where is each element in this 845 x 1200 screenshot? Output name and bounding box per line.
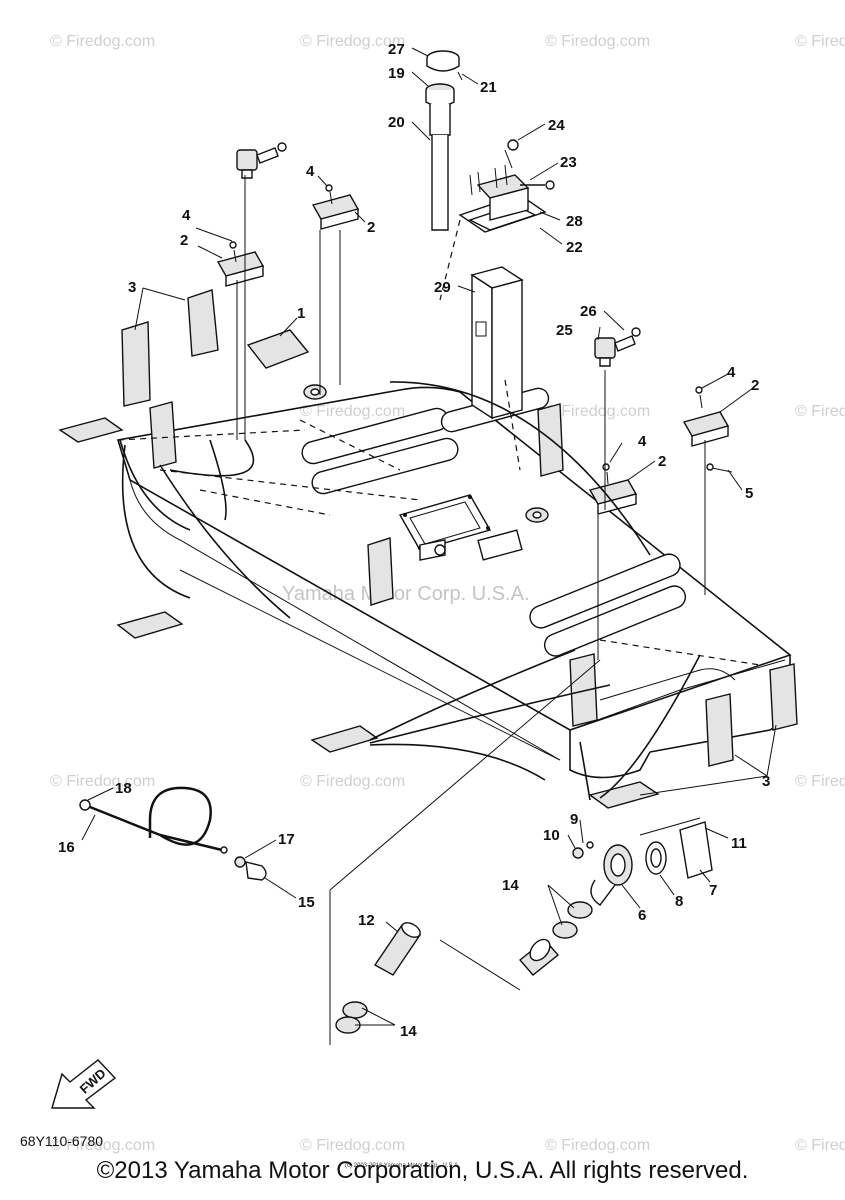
brackets bbox=[216, 184, 733, 515]
watermark-text: © Firedog.com bbox=[545, 403, 650, 420]
callout-23: 23 bbox=[560, 154, 577, 171]
watermark-text: © Firedog.com bbox=[300, 1137, 405, 1154]
small-copyright: (c) 2003-2016 Yamaha Motor Corp., U.S.A. bbox=[345, 1163, 460, 1169]
bracket-part-2 bbox=[216, 241, 265, 287]
pad bbox=[588, 781, 660, 809]
pad bbox=[149, 401, 177, 469]
watermark-text: © Firedog.com bbox=[795, 1137, 845, 1154]
callout-17: 17 bbox=[278, 831, 295, 848]
hoses-and-clamps bbox=[335, 901, 593, 1034]
curved-arrows bbox=[119, 381, 701, 801]
tow-handle bbox=[79, 786, 267, 881]
callout-4: 4 bbox=[638, 433, 647, 450]
pad bbox=[769, 663, 798, 731]
callout-19: 19 bbox=[388, 65, 405, 82]
copyright-notice: ©2013 Yamaha Motor Corporation, U.S.A. A… bbox=[96, 1157, 749, 1184]
callout-9: 9 bbox=[570, 811, 578, 828]
callout-6: 6 bbox=[638, 907, 646, 924]
pad bbox=[58, 417, 124, 443]
callout-12: 12 bbox=[358, 912, 375, 929]
callout-4: 4 bbox=[306, 163, 315, 180]
callout-14: 14 bbox=[502, 877, 519, 894]
callout-2: 2 bbox=[180, 232, 188, 249]
watermark-layer: © Firedog.com © Firedog.com © Firedog.co… bbox=[50, 33, 845, 1154]
callout-20: 20 bbox=[388, 114, 405, 131]
bracket-part-2 bbox=[588, 463, 638, 515]
watermark-text: © Firedog.com bbox=[795, 33, 845, 50]
watermark-text: © Firedog.com bbox=[50, 773, 155, 790]
pad bbox=[116, 611, 184, 639]
filler-assembly bbox=[425, 50, 463, 231]
fwd-arrow-icon: FWD bbox=[51, 1059, 117, 1109]
callout-2: 2 bbox=[751, 377, 759, 394]
deck-slots bbox=[301, 387, 687, 657]
watermark-text: © Firedog.com bbox=[300, 773, 405, 790]
part-code: 68Y110-6780 bbox=[20, 1133, 103, 1149]
callout-25: 25 bbox=[556, 322, 573, 339]
pad bbox=[367, 537, 394, 606]
watermark-text: © Firedog.com bbox=[545, 1137, 650, 1154]
watermark-text: © Firedog.com bbox=[50, 1137, 155, 1154]
callout-2: 2 bbox=[367, 219, 375, 236]
callout-leaders bbox=[81, 47, 777, 1026]
callout-8: 8 bbox=[675, 893, 683, 910]
watermark-text: © Firedog.com bbox=[795, 403, 845, 420]
elbow-fittings bbox=[236, 142, 641, 367]
sender-unit bbox=[458, 139, 555, 233]
callout-28: 28 bbox=[566, 213, 583, 230]
callout-24: 24 bbox=[548, 117, 565, 134]
callout-11: 11 bbox=[731, 835, 747, 852]
watermark-text: © Firedog.com bbox=[300, 33, 405, 50]
leader-lines bbox=[117, 175, 761, 1045]
callout-14: 14 bbox=[400, 1023, 417, 1040]
vent-assembly bbox=[572, 817, 713, 906]
pad-part-1 bbox=[246, 329, 310, 369]
callout-21: 21 bbox=[480, 79, 497, 96]
callout-4: 4 bbox=[727, 364, 736, 381]
mount-plate bbox=[398, 494, 492, 561]
pad-part-3 bbox=[121, 321, 151, 407]
box-part-29 bbox=[470, 266, 524, 420]
pad bbox=[705, 693, 734, 767]
center-watermark: Yamaha Motor Corp. U.S.A. bbox=[282, 583, 530, 605]
pad-part-3 bbox=[187, 289, 219, 357]
callout-27: 27 bbox=[388, 41, 405, 58]
callout-22: 22 bbox=[566, 239, 583, 256]
callout-3: 3 bbox=[128, 279, 136, 296]
callout-2: 2 bbox=[658, 453, 666, 470]
watermark-text: © Firedog.com bbox=[50, 33, 155, 50]
watermark-text: © Firedog.com bbox=[795, 773, 845, 790]
callout-3: 3 bbox=[762, 773, 770, 790]
callout-7: 7 bbox=[709, 882, 717, 899]
callout-5: 5 bbox=[745, 485, 753, 502]
bracket-part-2 bbox=[682, 386, 730, 447]
callout-15: 15 bbox=[298, 894, 315, 911]
pads bbox=[58, 289, 798, 809]
callout-labels: 1 2 2 2 2 3 3 4 4 4 4 5 6 7 8 9 10 11 12… bbox=[58, 41, 770, 1040]
callout-18: 18 bbox=[115, 780, 132, 797]
callout-16: 16 bbox=[58, 839, 75, 856]
callout-1: 1 bbox=[297, 305, 305, 322]
watermark-text: © Firedog.com bbox=[300, 403, 405, 420]
callout-10: 10 bbox=[543, 827, 560, 844]
callout-4: 4 bbox=[182, 207, 191, 224]
callout-29: 29 bbox=[434, 279, 451, 296]
pad bbox=[569, 653, 598, 727]
pad bbox=[310, 725, 379, 753]
callout-26: 26 bbox=[580, 303, 597, 320]
watermark-text: © Firedog.com bbox=[545, 33, 650, 50]
bracket-part-2 bbox=[311, 184, 360, 230]
